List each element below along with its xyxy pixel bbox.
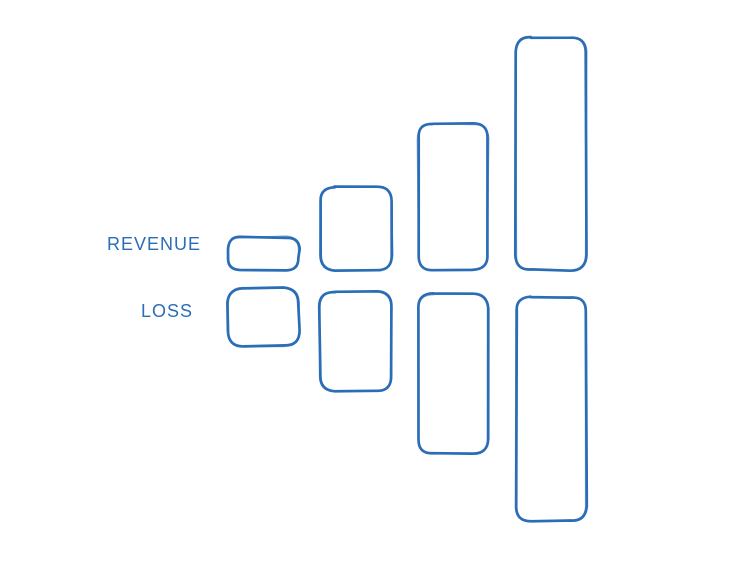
loss-bar-1-outline bbox=[226, 286, 301, 348]
loss-bar-3-outline bbox=[417, 291, 490, 455]
loss-bar-3 bbox=[417, 291, 490, 455]
loss-bar-4 bbox=[514, 295, 589, 523]
revenue-bar-4 bbox=[513, 35, 588, 273]
revenue-bar-2-outline bbox=[319, 186, 394, 271]
loss-bar-1-outline bbox=[227, 286, 301, 348]
loss-bar-2-outline bbox=[318, 290, 393, 392]
loss-bar-2 bbox=[317, 289, 393, 393]
revenue-bar-2-outline bbox=[319, 185, 394, 273]
loss-row-label: LOSS bbox=[141, 301, 194, 321]
loss-bar-2-outline bbox=[317, 289, 393, 393]
revenue-row-label: REVENUE bbox=[107, 234, 202, 254]
revenue-bar-1-outline bbox=[226, 235, 300, 272]
revenue-bar-4-outline bbox=[515, 36, 588, 272]
loss-bar-4-outline bbox=[514, 295, 587, 522]
loss-bar-3-outline bbox=[417, 292, 489, 455]
revenue-bar-1 bbox=[226, 235, 302, 272]
revenue-bar-2 bbox=[319, 185, 394, 273]
revenue-bar-1-outline bbox=[226, 235, 302, 272]
revenue-bar-3-outline bbox=[416, 123, 490, 272]
revenue-bar-4-outline bbox=[513, 35, 588, 273]
revenue-bar-3 bbox=[416, 121, 490, 272]
loss-bar-1 bbox=[226, 286, 301, 348]
loss-bar-4-outline bbox=[514, 295, 589, 523]
revenue-bar-3-outline bbox=[417, 121, 489, 272]
